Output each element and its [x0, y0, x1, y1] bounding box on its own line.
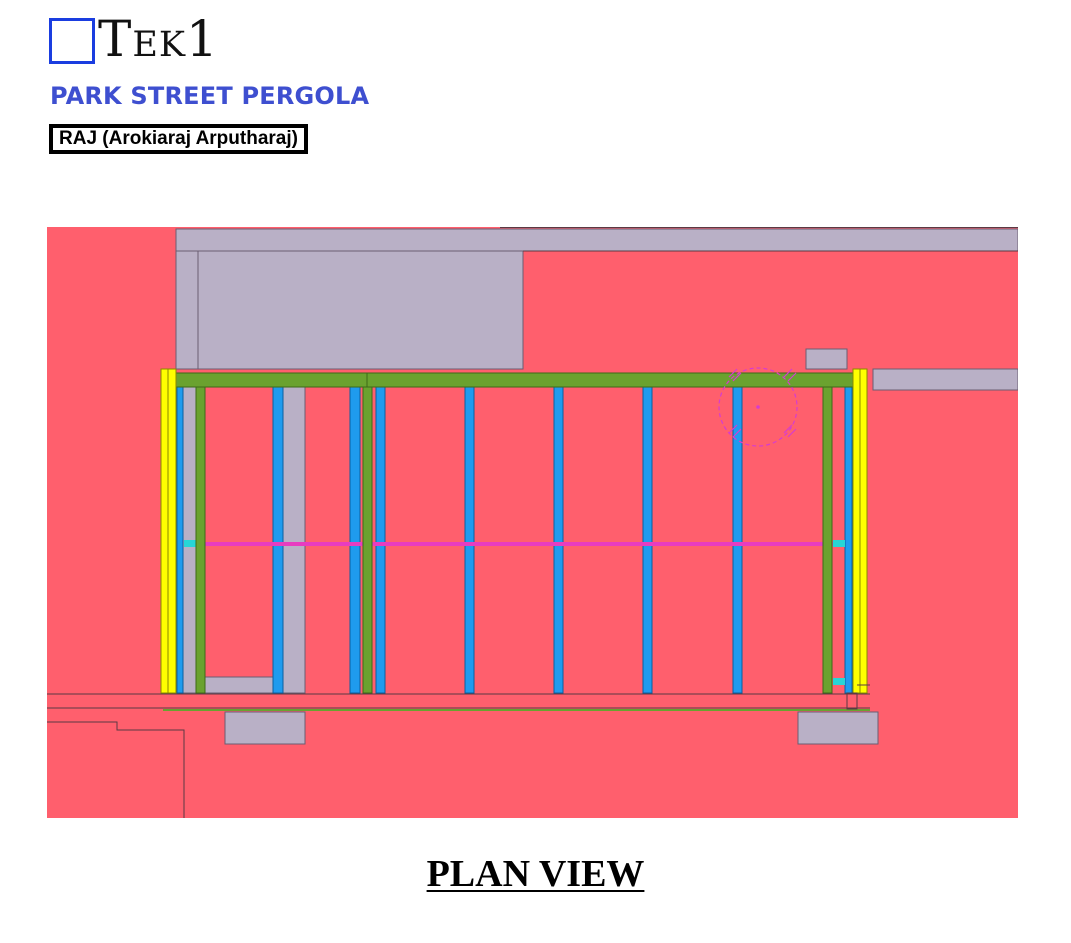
rafter [553, 386, 564, 694]
rafter [272, 386, 284, 694]
green-post [195, 386, 206, 694]
rafter [349, 386, 361, 694]
view-title: PLAN VIEW [426, 853, 645, 895]
pad-right [797, 711, 879, 745]
logo-square-icon [49, 18, 95, 64]
rafter [642, 386, 653, 694]
green-post [362, 386, 373, 694]
top-beam [170, 372, 856, 388]
callout-circle [718, 367, 798, 447]
rafter [844, 386, 853, 694]
left-building [175, 250, 524, 370]
project-title: PARK STREET PERGOLA [50, 82, 370, 110]
connector [833, 540, 845, 547]
connector [833, 678, 845, 685]
small-fixture [846, 692, 858, 710]
small-block-top [805, 348, 848, 370]
rafter [176, 386, 184, 694]
pad-left [224, 711, 306, 745]
green-post [822, 386, 833, 694]
logo-text: Tek1 [98, 10, 219, 68]
tie-line [185, 542, 835, 546]
company-logo: Tek1 [49, 14, 219, 66]
rafter [375, 386, 386, 694]
top-slab [175, 228, 1018, 252]
designer-name: RAJ (Arokiaraj Arputharaj) [49, 124, 308, 154]
lower-left-block [204, 676, 278, 694]
rafter [464, 386, 475, 694]
plan-view-drawing [47, 227, 1018, 818]
left-wall [175, 250, 199, 370]
connector [184, 540, 196, 547]
right-ledge [872, 368, 1018, 391]
column-strip [282, 386, 306, 694]
